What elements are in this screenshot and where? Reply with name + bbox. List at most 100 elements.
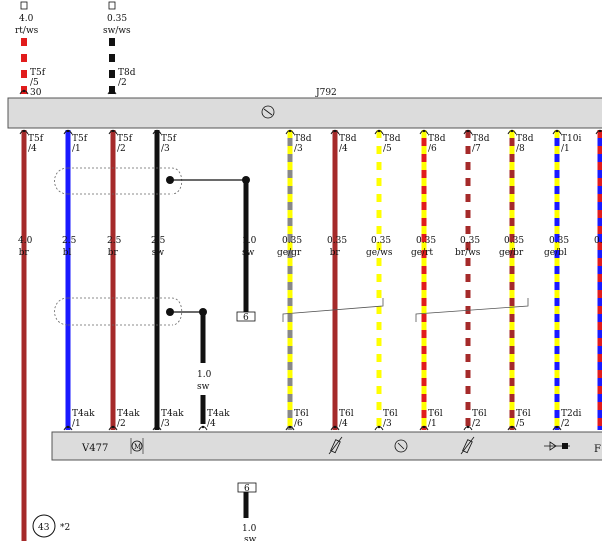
wire-conn-3: T5f xyxy=(117,134,133,144)
ground-lower-pin: /4 xyxy=(207,419,216,429)
reference-circle xyxy=(32,514,56,538)
wire-gauge-10: 0.35 xyxy=(504,236,524,246)
top-wire-pin-icon-1 xyxy=(19,89,29,95)
wire-pin-icon-8 xyxy=(419,129,429,135)
wire-lower-conn-3: T4ak xyxy=(117,409,140,419)
wire-gauge-9: 0.35 xyxy=(460,236,480,246)
wire-lower-pin-5: /6 xyxy=(294,419,303,429)
top-wire-gauge-1: 4.0 xyxy=(19,14,34,24)
wire-gauge-8: 0.35 xyxy=(416,236,436,246)
wire-pin-icon-10 xyxy=(507,129,517,135)
wire-color-6: br xyxy=(330,248,341,258)
wire-lower-conn-9: T6l xyxy=(472,409,487,419)
top-wire-stub-2 xyxy=(108,1,116,10)
wire-lower-pin-icon-8 xyxy=(419,425,429,431)
wire-color-8: ge/rt xyxy=(411,248,433,258)
wire-pin-10: /8 xyxy=(516,144,525,154)
ground-lower-conn: T4ak xyxy=(207,409,230,419)
wire-pin-7: /5 xyxy=(383,144,392,154)
wire-gauge-11: 0.35 xyxy=(549,236,569,246)
wire-color-4: sw xyxy=(152,248,165,258)
reference-number: 43 xyxy=(38,523,50,533)
wire-pin-3: /2 xyxy=(117,144,126,154)
wire-gauge-7: 0.35 xyxy=(371,236,391,246)
wire-color-2: bl xyxy=(63,248,72,258)
wire-pin-8: /6 xyxy=(428,144,437,154)
ground-color-1: sw xyxy=(242,248,255,258)
wire-pin-icon-6 xyxy=(330,129,340,135)
wire-lower-conn-7: T6l xyxy=(383,409,398,419)
wire-lower-conn-2: T4ak xyxy=(72,409,95,419)
shield-loop-upper xyxy=(54,167,183,195)
wire-gauge-12: 0. xyxy=(594,236,602,246)
top-wire-pin-icon-2 xyxy=(107,89,117,95)
wire-pin-icon-5 xyxy=(285,129,295,135)
wire-pin-4: /3 xyxy=(161,144,170,154)
ground-gauge-1: 1.0 xyxy=(242,236,257,246)
control-unit-label: J792 xyxy=(315,88,337,98)
wire-pin-icon-3 xyxy=(108,129,118,135)
wire-pin-icon-2 xyxy=(63,129,73,135)
wire-lower-pin-6: /4 xyxy=(339,419,348,429)
wire-lower-pin-icon-6 xyxy=(330,425,340,431)
wire-lower-pin-icon-11 xyxy=(552,425,562,431)
wire-pin-icon-12 xyxy=(595,129,602,135)
wire-gauge-1: 4.0 xyxy=(18,236,33,246)
ground-ref-3: 6 xyxy=(244,484,250,494)
component-v477 xyxy=(51,431,602,461)
ground-branch-1: 6 1.0 sw xyxy=(166,176,257,323)
bundle-line-right xyxy=(415,298,529,322)
shield-loop-lower xyxy=(54,297,183,326)
wire-gauge-3: 2.5 xyxy=(107,236,122,246)
wire-conn-2: T5f xyxy=(72,134,88,144)
wire-gauge-4: 2.5 xyxy=(151,236,166,246)
top-wire-color-2: sw/ws xyxy=(103,26,131,36)
ground-lower-pin-icon xyxy=(198,425,208,431)
reference-note: *2 xyxy=(60,523,70,533)
bundle-line-left xyxy=(282,298,384,322)
wire-conn-6: T8d xyxy=(339,134,357,144)
wire-lower-pin-2: /1 xyxy=(72,419,81,429)
wire-lower-conn-10: T6l xyxy=(516,409,531,419)
wire-lower-pin-8: /1 xyxy=(428,419,437,429)
wire-conn-9: T8d xyxy=(472,134,490,144)
wire-conn-7: T8d xyxy=(383,134,401,144)
top-wire-gauge-2: 0.35 xyxy=(107,14,127,24)
wire-lower-pin-icon-4 xyxy=(152,425,162,431)
wire-conn-4: T5f xyxy=(161,134,177,144)
wire-conn-8: T8d xyxy=(428,134,446,144)
top-wire-color-1: rt/ws xyxy=(15,26,39,36)
wire-gauge-5: 0.35 xyxy=(282,236,302,246)
top-wire-conn-1: T5f xyxy=(30,68,46,78)
wire-conn-11: T10i xyxy=(561,134,581,144)
wire-pin-11: /1 xyxy=(561,144,570,154)
wire-color-5: ge/gr xyxy=(277,248,302,258)
wire-lower-conn-5: T6l xyxy=(294,409,309,419)
wire-color-1: br xyxy=(19,248,30,258)
wire-lower-pin-10: /5 xyxy=(516,419,525,429)
ground-branch-2: 1.0 sw xyxy=(166,308,212,424)
top-wire-stub-1 xyxy=(20,1,28,10)
ground-ref-1: 6 xyxy=(243,313,249,323)
wire-conn-10: T8d xyxy=(516,134,534,144)
ground-color-2: sw xyxy=(197,382,210,392)
wire-gauge-6: 0.35 xyxy=(327,236,347,246)
wire-pin-icon-7 xyxy=(374,129,384,135)
potentiometer-icon xyxy=(328,436,343,455)
wire-color-3: br xyxy=(108,248,119,258)
wires-layer xyxy=(19,129,602,541)
top-wire-conn-2: T8d xyxy=(118,68,136,78)
wire-lower-pin-7: /3 xyxy=(383,419,392,429)
wire-color-11: ge/bl xyxy=(544,248,567,258)
sensor-icon xyxy=(394,439,408,453)
wire-pin-icon-4 xyxy=(152,129,162,135)
ground-branch-3: 6 1.0 sw xyxy=(237,482,257,541)
control-unit-j792 xyxy=(7,97,602,129)
top-wire-pin-1: /5 xyxy=(30,78,39,88)
wire-color-9: br/ws xyxy=(455,248,481,258)
wire-pin-icon-9 xyxy=(463,129,473,135)
ground-gauge-2: 1.0 xyxy=(197,370,212,380)
potentiometer-icon-2 xyxy=(460,436,475,455)
